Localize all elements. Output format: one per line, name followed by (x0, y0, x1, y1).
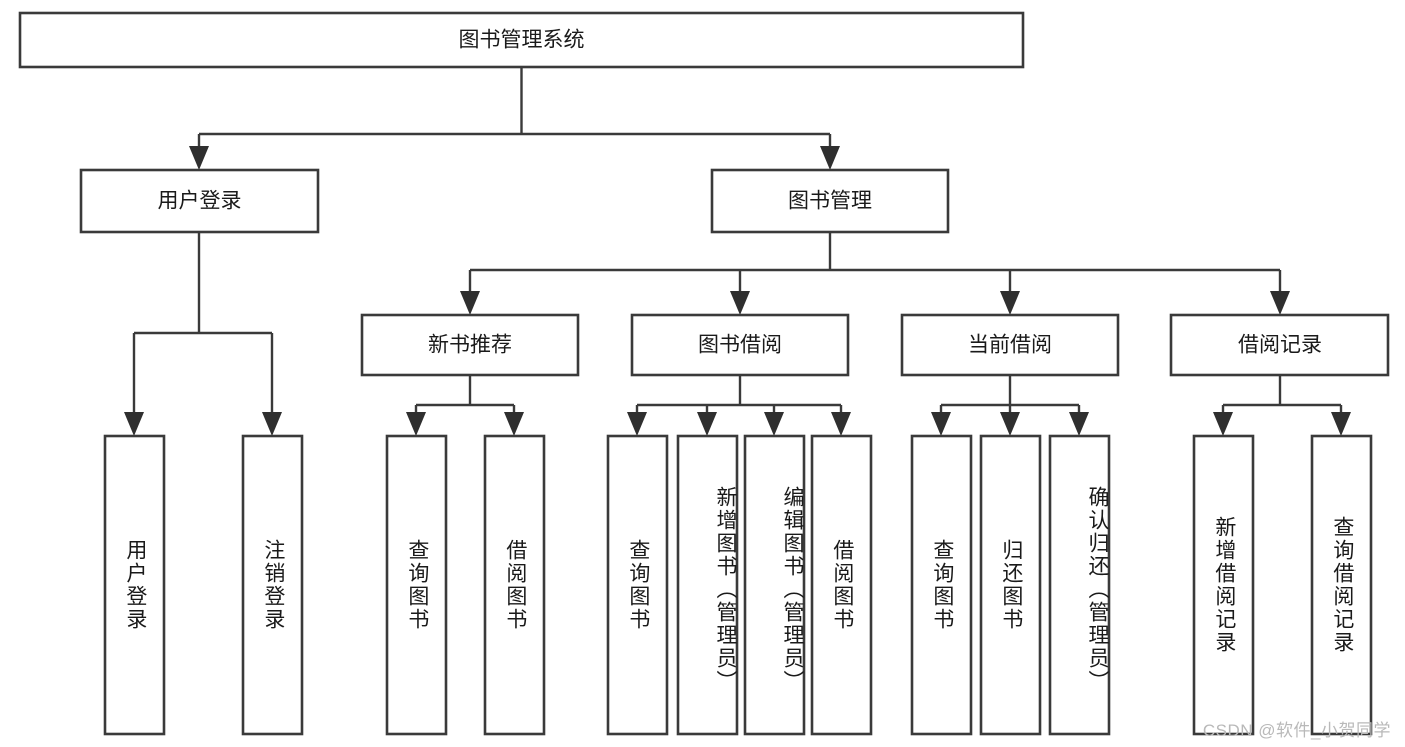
node-book-manage-label: 图书管理 (788, 190, 872, 213)
node-book-borrow[interactable]: 图书借阅 (630, 313, 850, 377)
connector-group-user-login (124, 232, 282, 436)
arrow-to-leaf-add-record (1213, 412, 1233, 436)
connector-group-borrow-record (1213, 375, 1351, 436)
leaf-box-group (103, 434, 1373, 736)
node-user-login-label: 用户登录 (158, 190, 242, 213)
node-leaf-add-record-box[interactable] (1192, 434, 1255, 736)
arrow-to-borrow-record (1270, 291, 1290, 315)
node-leaf-query-record-box[interactable] (1310, 434, 1373, 736)
node-borrow-record-box[interactable] (1169, 313, 1390, 377)
node-book-manage-box[interactable] (710, 168, 950, 234)
csdn-watermark: CSDN @软件_小贺同学 (1202, 721, 1391, 740)
node-borrow-record-label: 借阅记录 (1238, 334, 1322, 357)
node-borrow-record[interactable]: 借阅记录 (1169, 313, 1390, 377)
node-new-book-rec[interactable]: 新书推荐 (360, 313, 580, 377)
arrow-to-leaf-query-book-3 (931, 412, 951, 436)
node-current-borrow-box[interactable] (900, 313, 1120, 377)
node-user-login-box[interactable] (79, 168, 320, 234)
node-root-label: 图书管理系统 (459, 29, 585, 52)
arrow-to-book-borrow (730, 291, 750, 315)
arrow-to-leaf-query-record (1331, 412, 1351, 436)
node-new-book-rec-label: 新书推荐 (428, 334, 512, 357)
connector-group-new-book-rec (406, 375, 524, 436)
arrow-to-current-borrow (1000, 291, 1020, 315)
arrow-to-leaf-edit-book (764, 412, 784, 436)
connector-group-root (189, 67, 840, 170)
node-leaf-user-login-box[interactable] (103, 434, 166, 736)
node-leaf-logout-login-box[interactable] (241, 434, 304, 736)
arrow-to-leaf-query-book-1 (406, 412, 426, 436)
arrow-to-new-book-rec (460, 291, 480, 315)
node-leaf-borrow-book-2-box[interactable] (810, 434, 873, 736)
node-new-book-rec-box[interactable] (360, 313, 580, 377)
arrow-to-book-manage (820, 146, 840, 170)
node-leaf-query-book-2-box[interactable] (606, 434, 669, 736)
arrow-to-leaf-borrow-book-2 (831, 412, 851, 436)
connector-group-current-borrow (931, 375, 1089, 436)
node-book-borrow-label: 图书借阅 (698, 334, 782, 357)
node-leaf-confirm-return-box[interactable] (1048, 434, 1111, 736)
arrow-to-leaf-add-book (697, 412, 717, 436)
node-current-borrow-label: 当前借阅 (968, 334, 1052, 357)
arrow-to-leaf-confirm-return (1069, 412, 1089, 436)
connector-group-book-manage (460, 232, 1290, 315)
node-leaf-edit-book-box[interactable] (743, 434, 806, 736)
node-root-box[interactable] (18, 11, 1025, 69)
arrow-to-leaf-user-login (124, 412, 144, 436)
node-root[interactable]: 图书管理系统 (18, 11, 1025, 69)
arrow-to-leaf-logout-login (262, 412, 282, 436)
arrow-to-leaf-borrow-book-1 (504, 412, 524, 436)
node-user-login[interactable]: 用户登录 (79, 168, 320, 234)
node-leaf-return-book-box[interactable] (979, 434, 1042, 736)
arrow-to-user-login (189, 146, 209, 170)
node-leaf-query-book-1-box[interactable] (385, 434, 448, 736)
node-current-borrow[interactable]: 当前借阅 (900, 313, 1120, 377)
connector-group-book-borrow (627, 375, 851, 436)
node-leaf-add-book-box[interactable] (676, 434, 739, 736)
arrow-to-leaf-query-book-2 (627, 412, 647, 436)
node-book-borrow-box[interactable] (630, 313, 850, 377)
node-leaf-borrow-book-1-box[interactable] (483, 434, 546, 736)
arrow-to-leaf-return-book (1000, 412, 1020, 436)
node-leaf-query-book-3-box[interactable] (910, 434, 973, 736)
node-book-manage[interactable]: 图书管理 (710, 168, 950, 234)
